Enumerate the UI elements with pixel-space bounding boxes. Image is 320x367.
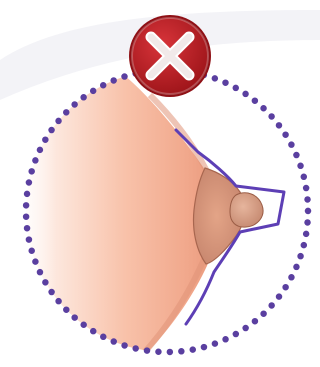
x-mark-icon <box>129 15 211 97</box>
nipple-shape <box>230 193 263 227</box>
